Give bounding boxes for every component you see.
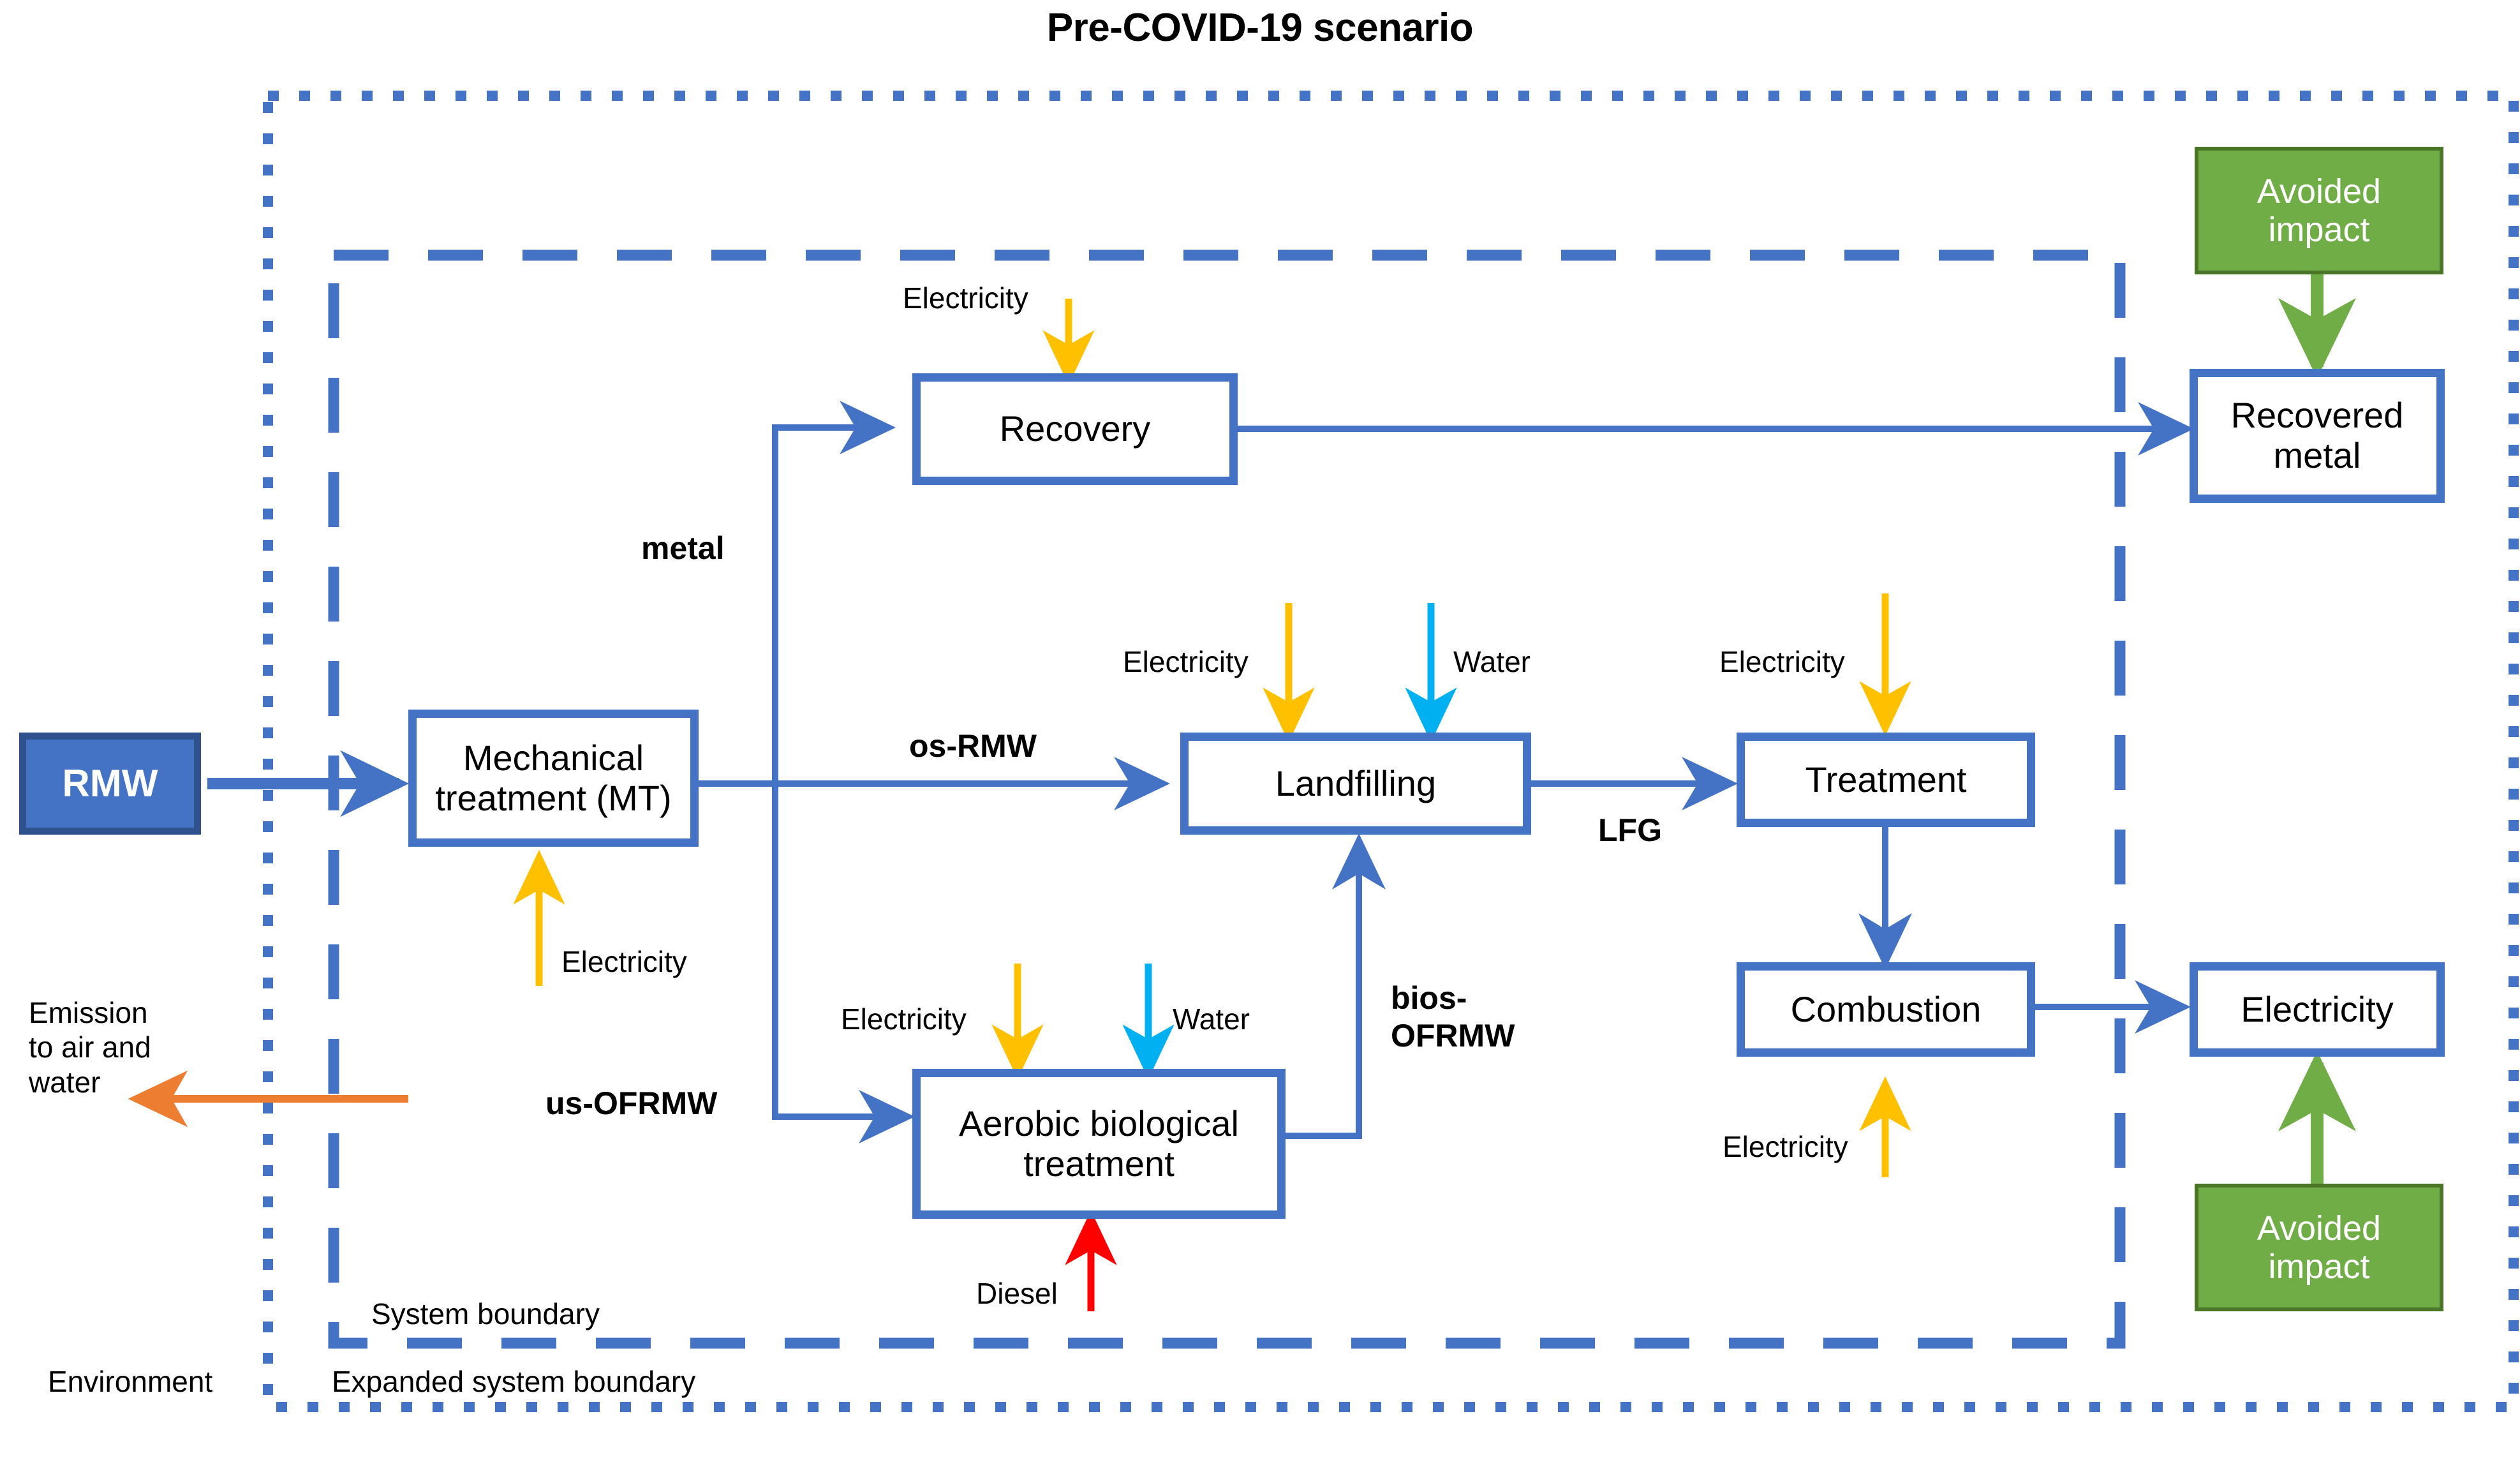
node-rmw[interactable]: RMW <box>19 733 201 835</box>
input-label-electricity-recovery: Electricity <box>903 281 1028 315</box>
flow-label-emission: Emission to air and water <box>29 996 151 1099</box>
node-recovery[interactable]: Recovery <box>912 373 1238 485</box>
node-aerobic-biological-treatment[interactable]: Aerobic biological treatment <box>912 1069 1286 1219</box>
node-electricity-product[interactable]: Electricity <box>2190 962 2445 1057</box>
flow-label-lfg: LFG <box>1598 812 1662 848</box>
flow-label-os-rmw: os-RMW <box>909 728 1037 764</box>
node-avoided-impact-electricity[interactable]: Avoided impact <box>2195 1184 2443 1311</box>
flow-abt-to-landfilling <box>1282 833 1386 1139</box>
label-system-boundary: System boundary <box>371 1297 600 1330</box>
node-mechanical-treatment[interactable]: Mechanical treatment (MT) <box>408 710 699 847</box>
input-label-electricity-landfilling: Electricity <box>1123 645 1249 678</box>
node-combustion[interactable]: Combustion <box>1737 962 2035 1057</box>
flow-label-us-ofrmw: us-OFRMW <box>545 1085 718 1121</box>
label-expanded-system-boundary: Expanded system boundary <box>332 1365 696 1398</box>
node-landfilling[interactable]: Landfilling <box>1180 733 1531 835</box>
input-label-water-abt: Water <box>1173 1002 1250 1036</box>
node-treatment[interactable]: Treatment <box>1737 733 2035 827</box>
system-boundary-rect <box>328 249 2126 1349</box>
input-label-water-landfilling: Water <box>1453 645 1531 678</box>
page-title: Pre-COVID-19 scenario <box>1046 6 1474 50</box>
flow-mt-to-abt <box>772 784 915 1143</box>
flow-label-metal: metal <box>641 530 725 566</box>
input-label-electricity-mt: Electricity <box>561 945 687 978</box>
node-recovered-metal[interactable]: Recovered metal <box>2190 369 2445 503</box>
input-label-electricity-treatment: Electricity <box>1719 645 1845 678</box>
label-environment: Environment <box>48 1365 213 1398</box>
input-label-diesel-abt: Diesel <box>976 1277 1058 1310</box>
input-label-electricity-abt: Electricity <box>841 1002 967 1036</box>
input-label-electricity-combustion: Electricity <box>1723 1130 1848 1163</box>
node-avoided-impact-metal[interactable]: Avoided impact <box>2195 147 2443 274</box>
flow-label-bios-ofrmw: bios- OFRMW <box>1391 980 1515 1054</box>
flow-mt-to-recovery <box>772 401 896 784</box>
